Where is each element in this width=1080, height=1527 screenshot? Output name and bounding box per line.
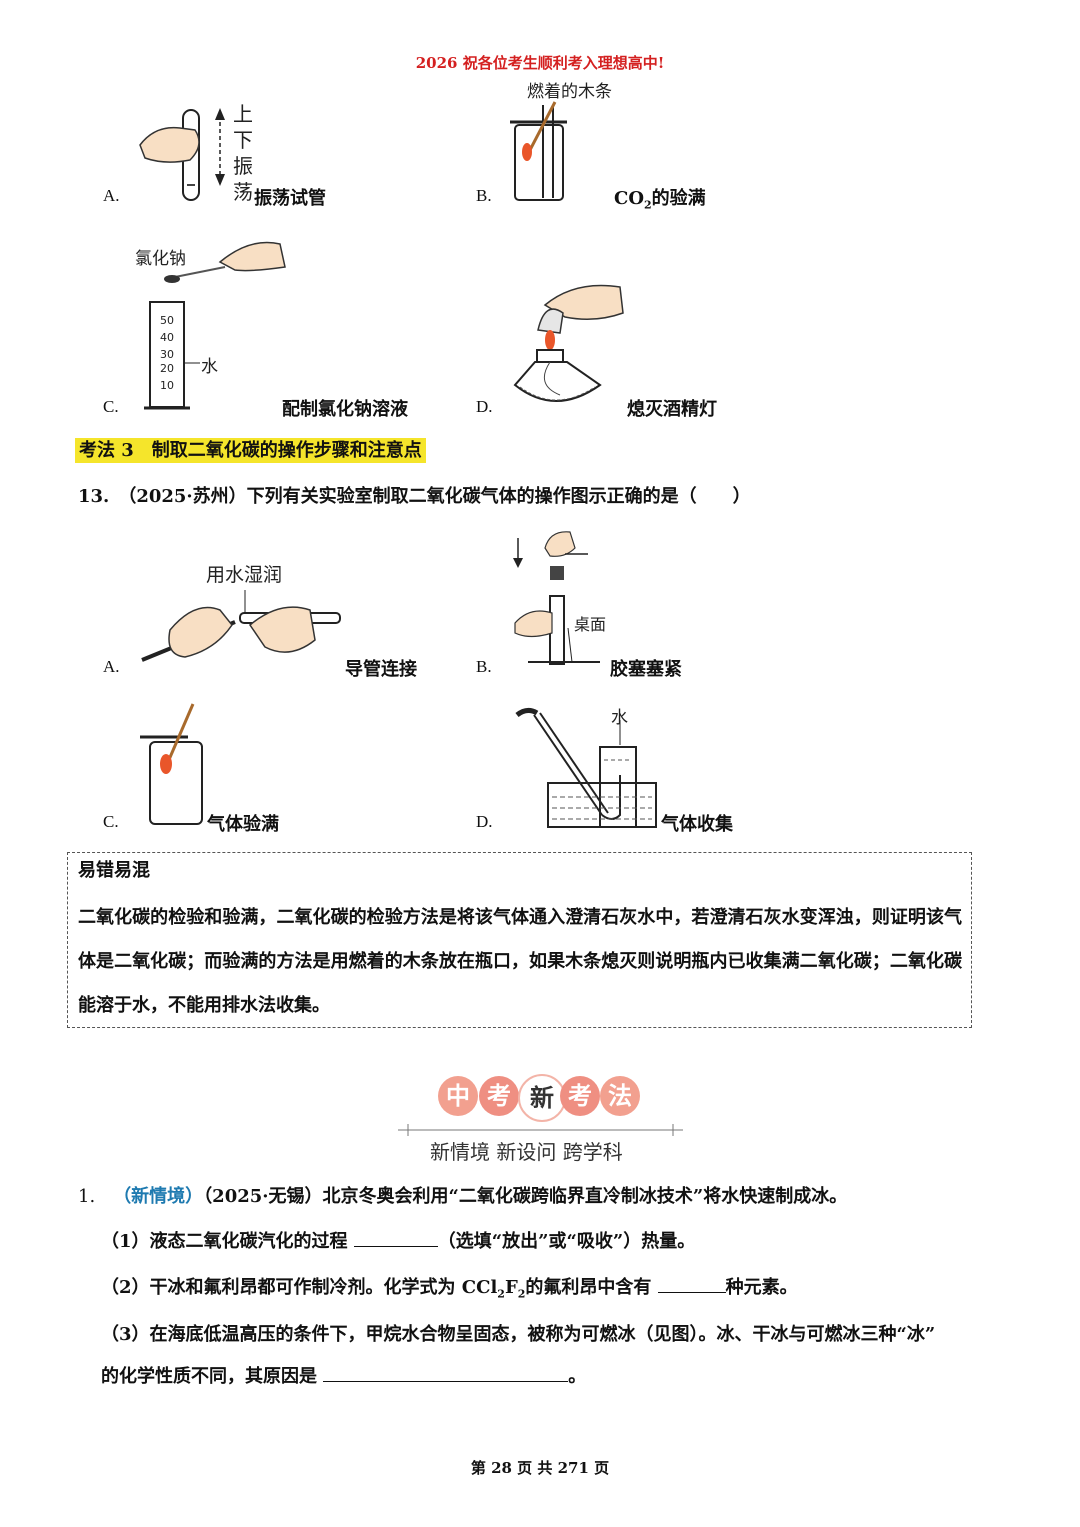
q13-stem: 13. （2025·苏州）下列有关实验室制取二氧化碳气体的操作图示正确的是（ ）: [78, 486, 751, 507]
page-footer: 第 28 页 共 271 页: [0, 1457, 1080, 1478]
tips-title: 易错易混: [78, 860, 150, 881]
banner-char-2: 考: [479, 1076, 519, 1116]
q13-option-d-letter: D.: [476, 812, 493, 831]
q1-stem-line: 1. （新情境）（2025·无锡）北京冬奥会利用“二氧化碳跨临界直冷制冰技术”将水…: [78, 1182, 847, 1208]
q1-part2-blank[interactable]: [657, 1274, 726, 1293]
footer-pre: 第: [470, 1459, 492, 1477]
q1-part2-f: F: [504, 1277, 518, 1298]
measuring-cylinder-figure: [144, 241, 286, 410]
annot-desktop: 桌面: [574, 615, 607, 634]
q13-option-d-caption: 气体收集: [661, 814, 733, 835]
q1-part2-text-mid: 的氟利昂中含有: [525, 1277, 658, 1298]
q1-part1-text: （1）液态二氧化碳汽化的过程: [101, 1231, 354, 1252]
scale-50: 50: [160, 314, 174, 327]
q13-option-c-letter: C.: [103, 812, 119, 831]
banner-char-1: 中: [438, 1076, 478, 1116]
q1-part3-text: 的化学性质不同，其原因是: [101, 1366, 324, 1387]
co2-full-test-figure: [510, 101, 567, 201]
q1-part1: （1）液态二氧化碳汽化的过程 （选填“放出”或“吸收”）热量。: [101, 1227, 695, 1253]
q1-part3-line1: （3）在海底低温高压的条件下，甲烷水合物呈固态，被称为可燃冰（见图）。冰、干冰与…: [101, 1324, 936, 1345]
scale-10: 10: [160, 379, 174, 392]
banner-rule: [398, 1124, 683, 1136]
scale-30: 30: [160, 348, 174, 361]
q1-stem: （2025·无锡）北京冬奥会利用“二氧化碳跨临界直冷制冰技术”将水快速制成冰。: [203, 1186, 848, 1207]
shaking-test-tube-figure: [139, 108, 225, 201]
tube-connect-figure: [141, 590, 341, 662]
q1-tag: （新情境）: [113, 1186, 204, 1207]
stopper-press-figure: [513, 531, 600, 665]
q1-part3-end: 。: [568, 1366, 587, 1387]
annot-down: 下: [233, 128, 253, 152]
co2-text: CO: [614, 188, 645, 209]
footer-post: 页: [588, 1459, 610, 1477]
page-header: 2026 祝各位考生顺利考入理想高中!: [415, 54, 665, 72]
footer-page: 28: [491, 1459, 512, 1477]
tips-box: [67, 852, 972, 1028]
annot-burning-stick: 燃着的木条: [527, 82, 612, 102]
q1-part2-sub2: 2: [517, 1287, 526, 1301]
option-c-letter: C.: [103, 397, 119, 416]
q1-part1-text-end: （选填“放出”或“吸收”）热量。: [437, 1231, 696, 1252]
q1-part3-line2: 的化学性质不同，其原因是 。: [101, 1362, 586, 1388]
q1-part2-text-end: 种元素。: [725, 1277, 798, 1298]
q1-part2-sub1: 2: [497, 1287, 505, 1301]
q13-option-b-caption: 胶塞塞紧: [610, 659, 682, 680]
option-d-caption: 熄灭酒精灯: [627, 399, 717, 420]
q13-option-b-letter: B.: [476, 657, 492, 676]
gas-collect-figure: [515, 707, 657, 828]
gas-full-test-figure: [140, 703, 203, 825]
q1-part2: （2）干冰和氟利昂都可作制冷剂。化学式为 CCl2F2的氟利昂中含有 种元素。: [101, 1273, 798, 1301]
section-heading-text: 考法 3 制取二氧化碳的操作步骤和注意点: [75, 438, 426, 463]
q1-number: 1.: [78, 1186, 96, 1207]
banner-char-5: 法: [600, 1076, 640, 1116]
option-a-letter: A.: [103, 186, 120, 205]
annot-up: 上: [233, 102, 253, 126]
annot-shake2: 荡: [233, 180, 253, 204]
q13-option-a-letter: A.: [103, 657, 120, 676]
section-heading: 考法 3 制取二氧化碳的操作步骤和注意点: [75, 436, 426, 463]
scale-40: 40: [160, 331, 174, 344]
banner-char-3: 新: [518, 1074, 566, 1122]
option-a-caption: 振荡试管: [254, 188, 326, 209]
scale-20: 20: [160, 362, 174, 375]
option-c-caption: 配制氯化钠溶液: [282, 399, 408, 420]
co2-subscript: 2: [644, 198, 652, 212]
option-b-letter: B.: [476, 186, 492, 205]
option-b-caption: CO2的验满: [614, 184, 706, 212]
banner-subtitle: 新情境 新设问 跨学科: [430, 1140, 623, 1164]
q13-option-a-caption: 导管连接: [345, 659, 417, 680]
annot-shake1: 振: [233, 154, 253, 178]
annot-water-d: 水: [611, 708, 628, 728]
q1-part2-text: （2）干冰和氟利昂都可作制冷剂。化学式为 CCl: [101, 1277, 498, 1298]
q1-part1-blank[interactable]: [353, 1228, 438, 1247]
q13-option-c-caption: 气体验满: [207, 814, 279, 835]
footer-total: 271: [557, 1459, 589, 1477]
q1-part3-blank[interactable]: [323, 1363, 569, 1382]
alcohol-lamp-figure: [513, 284, 624, 402]
co2-caption-rest: 的验满: [651, 188, 706, 209]
annot-salt: 氯化钠: [135, 249, 186, 269]
footer-mid: 页 共: [511, 1459, 558, 1477]
banner-char-4: 考: [560, 1076, 600, 1116]
annot-wet-with-water: 用水湿润: [206, 564, 283, 586]
annot-water: 水: [201, 357, 218, 377]
tips-text: 二氧化碳的检验和验满，二氧化碳的检验方法是将该气体通入澄清石灰水中，若澄清石灰水…: [78, 907, 962, 1016]
option-d-letter: D.: [476, 397, 493, 416]
